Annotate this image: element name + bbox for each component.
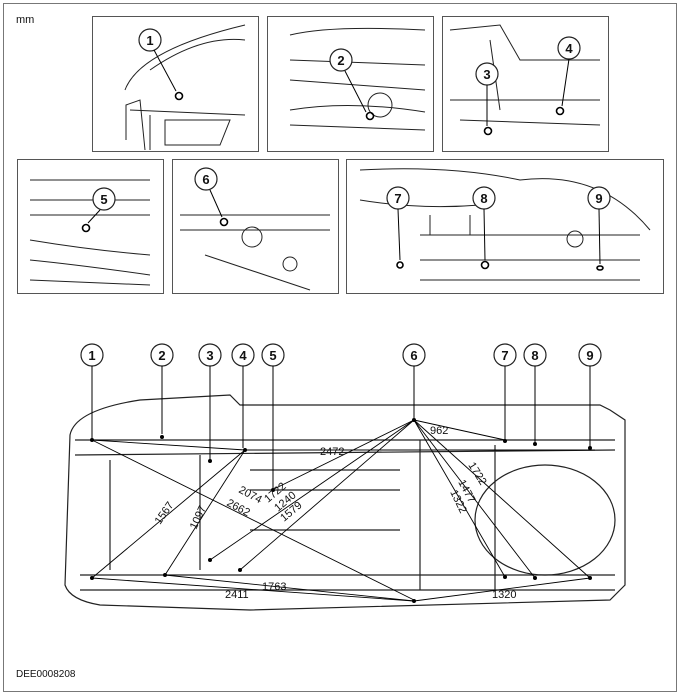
unit-label: mm bbox=[16, 14, 35, 26]
detail-callout-1 bbox=[138, 28, 162, 52]
dim-962: 962 bbox=[430, 425, 448, 437]
detail-panel-1 bbox=[92, 16, 259, 152]
point-label-2: 2 bbox=[158, 348, 165, 363]
point-label-8: 8 bbox=[531, 348, 538, 363]
point-label-4: 4 bbox=[239, 348, 247, 363]
point-label-1: 1 bbox=[88, 348, 95, 363]
point-label-6: 6 bbox=[410, 348, 417, 363]
detail-label-6: 6 bbox=[202, 172, 209, 187]
detail-label-9: 9 bbox=[595, 191, 602, 206]
detail-label-4: 4 bbox=[565, 41, 573, 56]
detail-label-8: 8 bbox=[480, 191, 487, 206]
diagram-frame bbox=[3, 3, 677, 692]
point-label-9: 9 bbox=[586, 348, 593, 363]
dimension-lines bbox=[91, 419, 595, 602]
detail-label-2: 2 bbox=[337, 53, 344, 68]
underbody-outline bbox=[64, 394, 626, 611]
detail-label-1: 1 bbox=[146, 33, 153, 48]
point-label-3: 3 bbox=[206, 348, 213, 363]
detail-panel-3-4 bbox=[442, 16, 609, 152]
detail-panel-5 bbox=[17, 159, 164, 294]
dim-1320: 1320 bbox=[492, 589, 516, 601]
point-label-7: 7 bbox=[501, 348, 508, 363]
dim-1763: 1763 bbox=[262, 581, 286, 593]
dim-2472: 2472 bbox=[320, 446, 344, 458]
detail-label-3: 3 bbox=[483, 67, 490, 82]
detail-label-5: 5 bbox=[100, 192, 107, 207]
point-label-5: 5 bbox=[269, 348, 276, 363]
detail-label-7: 7 bbox=[394, 191, 401, 206]
dim-2411: 2411 bbox=[225, 589, 249, 601]
dim-1567: 1567 bbox=[153, 500, 177, 527]
dim-1097: 1097 bbox=[188, 504, 209, 531]
figure-code: DEE0008208 bbox=[16, 669, 76, 680]
